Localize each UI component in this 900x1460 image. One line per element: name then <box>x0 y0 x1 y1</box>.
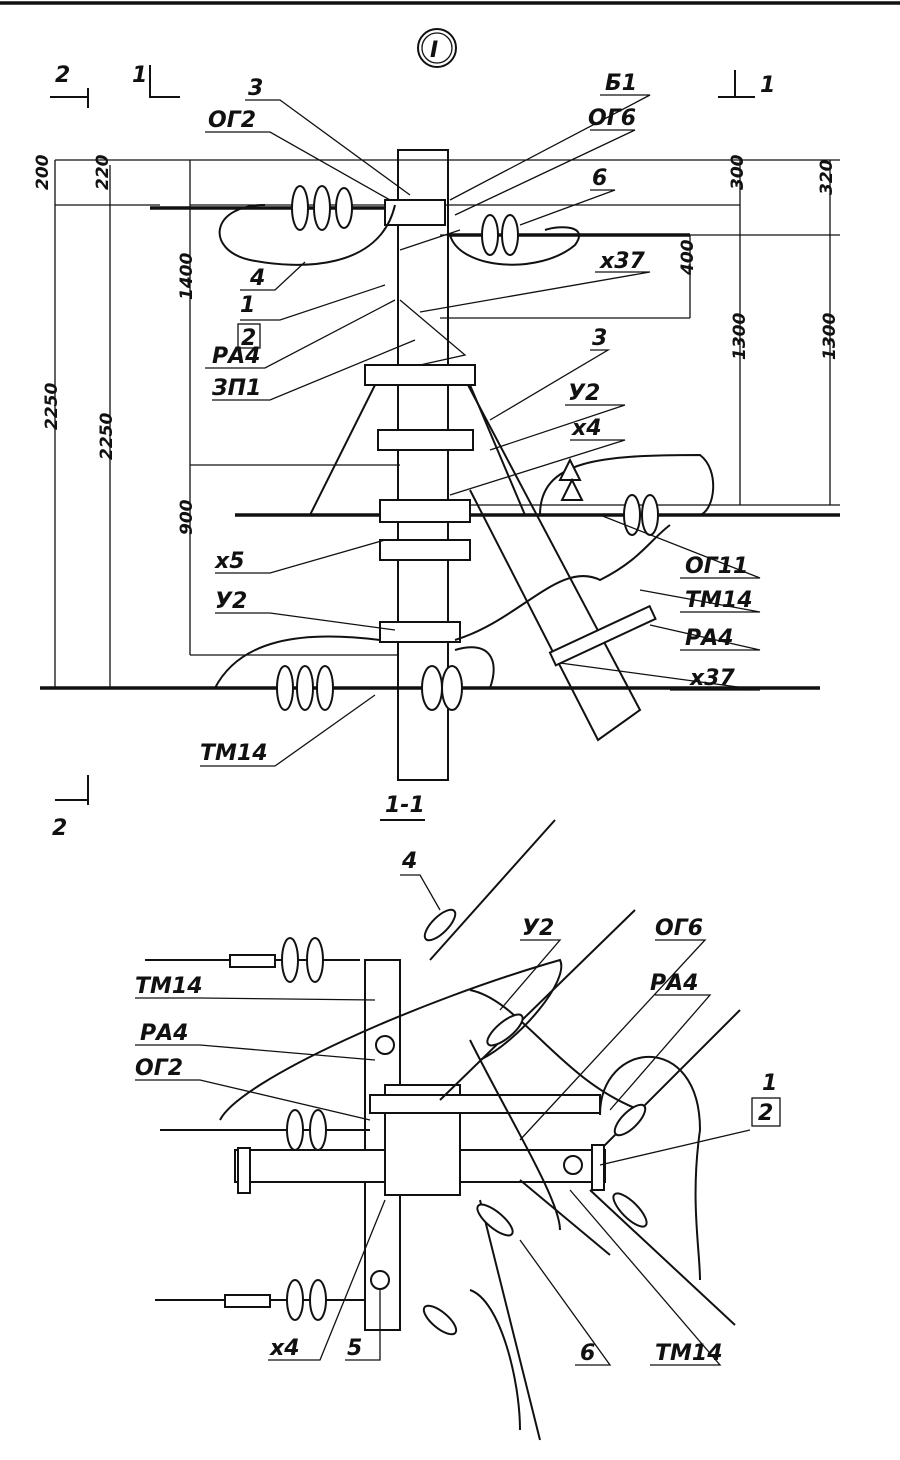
svg-text:400: 400 <box>678 239 698 276</box>
svg-text:У2: У2 <box>215 589 247 614</box>
svg-text:ТМ14: ТМ14 <box>685 588 753 613</box>
svg-text:х4: х4 <box>269 1336 300 1361</box>
svg-text:РА4: РА4 <box>212 344 260 369</box>
svg-text:2: 2 <box>758 1101 773 1126</box>
section-mark-2-top: 2 <box>50 63 89 108</box>
svg-text:4: 4 <box>401 849 417 874</box>
svg-text:РА4: РА4 <box>650 971 698 996</box>
svg-text:6: 6 <box>592 166 607 191</box>
section-title: 1-1 <box>380 793 425 821</box>
svg-text:ОГ11: ОГ11 <box>685 554 748 579</box>
svg-text:1: 1 <box>762 1071 777 1096</box>
svg-text:ОГ6: ОГ6 <box>655 916 703 941</box>
svg-text:2: 2 <box>55 63 70 88</box>
svg-text:ЗП1: ЗП1 <box>211 376 261 401</box>
svg-text:ОГ6: ОГ6 <box>588 106 636 131</box>
svg-text:1300: 1300 <box>820 313 840 360</box>
svg-text:2: 2 <box>52 816 67 841</box>
svg-text:1400: 1400 <box>177 253 197 300</box>
svg-text:5: 5 <box>347 1336 362 1361</box>
svg-text:1: 1 <box>240 293 255 318</box>
brace-pole <box>467 384 642 742</box>
section-mark-1-right: 1 <box>718 70 775 98</box>
svg-text:2250: 2250 <box>42 383 62 430</box>
svg-text:300: 300 <box>728 154 748 190</box>
elevation-view: 200 220 1400 2250 2250 900 300 320 400 1… <box>33 71 840 781</box>
svg-text:х5: х5 <box>214 549 245 574</box>
svg-text:х4: х4 <box>571 416 602 441</box>
svg-text:1: 1 <box>760 73 775 98</box>
plan-insulators <box>224 908 648 1336</box>
svg-text:У2: У2 <box>568 381 600 406</box>
svg-text:3: 3 <box>592 326 607 351</box>
svg-text:х37: х37 <box>689 666 735 691</box>
svg-text:1-1: 1-1 <box>385 793 425 818</box>
svg-text:200: 200 <box>33 154 53 190</box>
svg-text:3: 3 <box>248 76 263 101</box>
section-mark-1-left: 1 <box>132 63 180 98</box>
svg-text:Б1: Б1 <box>605 71 637 96</box>
view-marker: I <box>417 28 457 68</box>
svg-text:ОГ2: ОГ2 <box>208 108 256 133</box>
svg-text:6: 6 <box>580 1341 595 1366</box>
svg-text:1: 1 <box>132 63 147 88</box>
svg-text:РА4: РА4 <box>685 626 733 651</box>
svg-text:У2: У2 <box>522 916 554 941</box>
svg-text:320: 320 <box>817 159 837 195</box>
svg-text:РА4: РА4 <box>140 1021 188 1046</box>
svg-text:х37: х37 <box>599 249 645 274</box>
svg-text:4: 4 <box>249 266 265 291</box>
svg-text:ОГ2: ОГ2 <box>135 1056 183 1081</box>
svg-text:1300: 1300 <box>730 313 750 360</box>
svg-text:ТМ14: ТМ14 <box>135 974 203 999</box>
section-mark-2-bottom: 2 <box>52 775 89 841</box>
plan-view: 4 У2 ОГ6 ТМ14 РА4 РА4 ОГ2 1 2 х4 5 6 ТМ1… <box>135 819 781 1441</box>
svg-text:ТМ14: ТМ14 <box>200 741 268 766</box>
svg-text:2: 2 <box>241 326 256 351</box>
svg-text:ТМ14: ТМ14 <box>655 1341 723 1366</box>
svg-text:220: 220 <box>93 154 113 190</box>
insulator-string <box>276 185 659 711</box>
svg-text:900: 900 <box>177 499 197 535</box>
svg-text:2250: 2250 <box>97 413 117 460</box>
svg-text:I: I <box>430 38 438 63</box>
